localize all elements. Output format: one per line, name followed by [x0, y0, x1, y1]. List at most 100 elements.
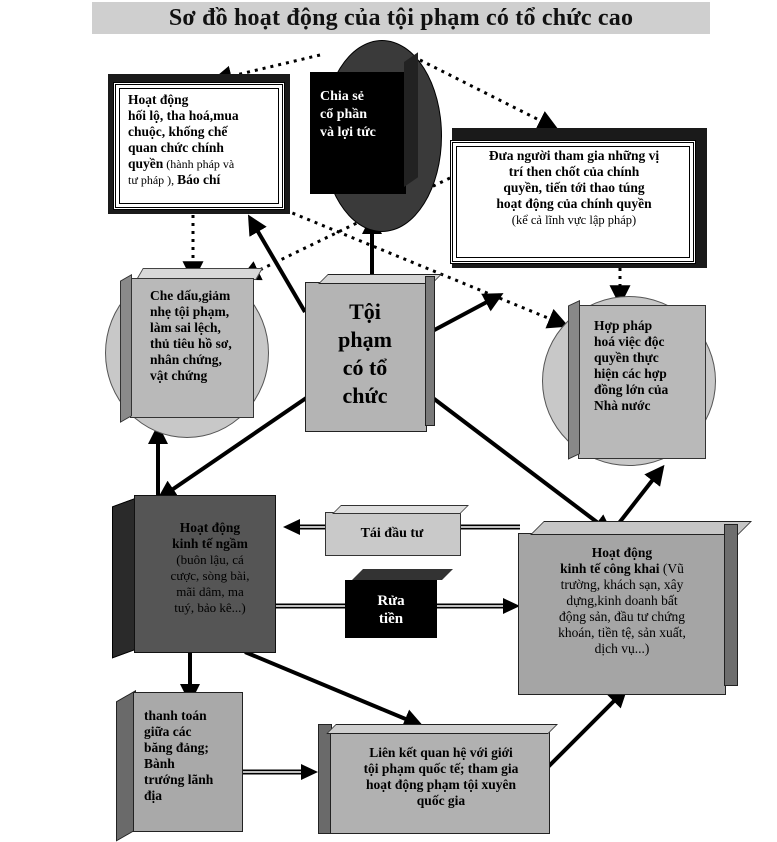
- share-line-2: cổ phần: [320, 107, 368, 122]
- legalize-line-2: hoá việc độc: [594, 334, 665, 349]
- bribery-line-3: chuộc, khống chế: [128, 124, 228, 139]
- conceal-line-5: nhân chứng,: [150, 352, 222, 367]
- legalize-box-side: [568, 300, 580, 460]
- launder-text: Rửa tiền: [345, 592, 437, 628]
- underground-line-5: mãi dâm, ma: [176, 584, 244, 599]
- share-line-1: Chia sẻ: [320, 89, 364, 104]
- center-box: [305, 282, 427, 432]
- conceal-line-6: vật chứng: [150, 368, 208, 383]
- bribery-press: Báo chí: [177, 172, 221, 187]
- bribery-line-2: hối lộ, tha hoá,mua: [128, 108, 239, 123]
- bribery-line-5: quyền: [128, 156, 164, 171]
- place-line-3: quyền, tiến tới thao túng: [503, 180, 645, 195]
- bribery-box: [113, 82, 285, 210]
- conceal-box: [130, 278, 254, 418]
- dotted-bribery-to-legalize: [284, 208, 569, 329]
- legalize-line-3: quyền thực: [594, 350, 659, 365]
- conceal-line-4: thủ tiêu hồ sơ,: [150, 336, 232, 351]
- public-line-4: dựng,kinh doanh bất: [566, 593, 678, 608]
- conceal-line-2: nhẹ tội phạm,: [150, 304, 230, 319]
- arrow-underground-to-intl: [244, 650, 424, 729]
- gangs-line-6: địa: [144, 788, 163, 803]
- underground-text: Hoạt động kinh tế ngầm (buôn lậu, cá cượ…: [146, 520, 274, 616]
- launder-line-2: tiền: [378, 611, 404, 627]
- intl-line-3: hoạt động phạm tội xuyên: [365, 777, 517, 792]
- bribery-line-4: quan chức chính: [128, 140, 224, 155]
- gangs-line-4: Bành: [144, 756, 175, 771]
- place-line-4: hoạt động của chính quyền: [496, 196, 652, 211]
- launder-box-top: [352, 569, 453, 580]
- intl-line-1: Liên kết quan hệ với giới: [369, 745, 513, 760]
- conceal-line-1: Che dấu,giảm: [150, 288, 231, 303]
- legalize-box: [578, 305, 706, 459]
- underground-box: [134, 495, 276, 653]
- share-text: Chia sẻ cổ phần và lợi tức: [320, 88, 410, 142]
- bribery-text: Hoạt động hối lộ, tha hoá,mua chuộc, khố…: [128, 92, 283, 188]
- arrow-intl-to-public: [543, 687, 628, 772]
- page-title: Sơ đồ hoạt động của tội phạm có tổ chức …: [168, 5, 634, 31]
- center-text: Tội phạm có tổ chức: [305, 298, 425, 410]
- intl-line-2: tội phạm quốc tế; tham gia: [363, 761, 519, 776]
- legalize-line-4: hiện các hợp: [594, 366, 667, 381]
- public-line-6: khoán, tiền tệ, sản xuất,: [558, 625, 686, 640]
- place-box: [450, 140, 696, 264]
- public-text: Hoạt động kinh tế công khai (Vũ trường, …: [522, 545, 722, 657]
- reinvest-box-top: [332, 505, 469, 514]
- underground-line-4: cược, sòng bài,: [170, 568, 250, 583]
- center-box-top: [318, 274, 442, 284]
- bribery-line-1: Hoạt động: [128, 92, 189, 107]
- conceal-text: Che dấu,giảm nhẹ tội phạm, làm sai lệch,…: [150, 288, 260, 384]
- share-line-3: và lợi tức: [320, 125, 376, 140]
- public-box-side: [724, 524, 738, 686]
- gangs-line-1: thanh toán: [144, 708, 207, 723]
- center-line-2: phạm: [338, 327, 392, 352]
- gangs-line-5: trướng lãnh: [144, 772, 214, 787]
- legalize-line-6: Nhà nước: [594, 398, 651, 413]
- underground-line-6: tuý, bảo kê...): [174, 600, 246, 615]
- bribery-note-1: (hành pháp và: [163, 157, 235, 171]
- center-line-3: có tổ: [342, 355, 388, 380]
- underground-line-2: kinh tế ngầm: [172, 536, 248, 551]
- center-line-4: chức: [342, 383, 388, 408]
- legalize-line-5: đồng lớn của: [594, 382, 669, 397]
- launder-line-1: Rửa: [377, 593, 405, 609]
- place-text: Đưa người tham gia những vị trí then chố…: [458, 148, 690, 228]
- legalize-line-1: Hợp pháp: [594, 318, 653, 333]
- gangs-line-3: băng đảng;: [144, 740, 209, 755]
- dotted-place-to-conceal: [239, 176, 451, 281]
- launder-box: [345, 580, 437, 638]
- arrow-center-to-place: [424, 293, 504, 337]
- center-line-1: Tội: [349, 299, 381, 324]
- public-line-7: dịch vụ...): [594, 641, 650, 656]
- gangs-line-2: giữa các: [144, 724, 192, 739]
- conceal-line-3: làm sai lệch,: [150, 320, 221, 335]
- gangs-text: thanh toán giữa các băng đảng; Bành trướ…: [144, 708, 242, 804]
- dotted-share-to-place: [419, 58, 559, 130]
- arrow-center-to-underground: [156, 390, 317, 501]
- arrow-center-to-public: [423, 390, 614, 535]
- public-line-5: động sản, đầu tư chứng: [559, 609, 685, 624]
- public-box: [518, 533, 726, 695]
- public-line-2: kinh tế công khai: [560, 561, 660, 576]
- gangs-box: [133, 692, 243, 832]
- public-line-1: Hoạt động: [591, 545, 653, 560]
- arrow-center-to-bribery: [247, 214, 307, 314]
- intl-box-top: [326, 724, 558, 734]
- public-box-top: [530, 521, 752, 535]
- place-line-2: trí then chốt của chính: [508, 164, 640, 179]
- title-bar: Sơ đồ hoạt động của tội phạm có tổ chức …: [92, 2, 710, 34]
- underground-line-1: Hoạt động: [179, 520, 241, 535]
- share-box: [310, 72, 406, 194]
- place-line-5: (kể cả lĩnh vực lập pháp): [511, 213, 637, 227]
- conceal-box-side: [120, 274, 132, 423]
- center-box-side: [425, 276, 435, 426]
- underground-line-3: (buôn lậu, cá: [176, 552, 244, 567]
- reinvest-text: Tái đầu tư: [360, 526, 424, 541]
- place-line-1: Đưa người tham gia những vị: [488, 148, 660, 163]
- bribery-note-2: tư pháp ),: [128, 173, 178, 187]
- intl-line-4: quốc gia: [416, 793, 466, 808]
- intl-text: Liên kết quan hệ với giới tội phạm quốc …: [334, 745, 548, 809]
- legalize-text: Hợp pháp hoá việc độc quyền thực hiện cá…: [594, 318, 702, 414]
